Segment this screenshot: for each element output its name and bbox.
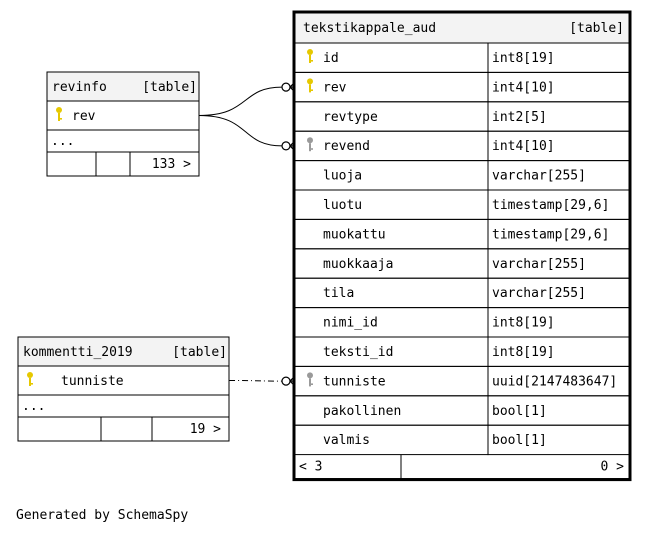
zero-optional-marker [281, 376, 291, 386]
column-name: revtype [323, 110, 378, 125]
column-type: varchar[255] [492, 169, 586, 184]
primary-key-icon-tooth [59, 118, 62, 120]
primary-key-icon [56, 107, 62, 121]
foreign-key-icon-head [307, 372, 313, 379]
primary-key-icon-tooth [30, 383, 33, 385]
zero-optional-marker [281, 141, 291, 151]
column-type: varchar[255] [492, 286, 586, 301]
foreign-key-icon-tooth [310, 383, 313, 385]
table-nodes: tekstikappale_aud [table] id int8[19] rev int… [17, 10, 632, 482]
column-name: revend [323, 139, 370, 154]
column-row-rev: rev [46, 100, 200, 131]
children-count: 19 > [190, 422, 221, 437]
primary-key-icon [27, 372, 33, 386]
foreign-key-icon-shaft [309, 378, 311, 387]
relationship-edge [228, 380, 283, 382]
primary-key-icon-shaft [309, 84, 311, 93]
column-name: luoja [323, 169, 362, 184]
column-name: rev [323, 80, 347, 95]
column-row-pakollinen: pakollinen bool[1] [294, 395, 630, 426]
column-name: muokattu [323, 227, 386, 242]
more-columns-ellipsis: ... [51, 134, 74, 149]
column-cell [17, 365, 230, 396]
column-name: teksti_id [323, 345, 393, 360]
foreign-key-icon-head [307, 137, 313, 144]
primary-key-icon [307, 78, 313, 93]
zero-optional-marker [281, 82, 291, 92]
children-count: 0 > [601, 460, 625, 475]
column-name: tila [323, 286, 354, 301]
focus-border [292, 10, 632, 482]
column-type: int4[10] [492, 139, 555, 154]
children-count: 133 > [152, 157, 191, 172]
primary-key-icon-tooth [310, 60, 313, 62]
column-type: timestamp[29,6] [492, 198, 609, 213]
column-row-muokkaaja: muokkaaja varchar[255] [294, 248, 630, 279]
column-row-luotu: luotu timestamp[29,6] [294, 189, 630, 220]
column-name: tunniste [61, 374, 124, 389]
relationship-edge [198, 115, 283, 147]
column-name: tunniste [323, 374, 386, 389]
table-revinfo: revinfo [table] rev... 133 > [46, 71, 200, 177]
column-type: int2[5] [492, 110, 547, 125]
primary-key-icon-shaft [58, 113, 60, 121]
foreign-key-icon-tooth [310, 148, 313, 150]
column-name: luotu [323, 198, 362, 213]
primary-key-icon-head [56, 107, 62, 113]
column-name: pakollinen [323, 404, 401, 419]
column-type: int8[19] [492, 316, 555, 331]
column-type: bool[1] [492, 404, 547, 419]
generated-by-text: Generated by SchemaSpy [16, 508, 189, 523]
column-type: uuid[2147483647] [492, 374, 617, 389]
column-row-tunniste: tunniste [17, 365, 230, 396]
column-name: nimi_id [323, 316, 378, 331]
column-type: timestamp[29,6] [492, 227, 609, 242]
table-name: kommentti_2019 [23, 345, 133, 360]
foreign-key-icon [307, 137, 313, 152]
table-name: revinfo [52, 80, 107, 95]
column-row-revend: revend int4[10] [294, 130, 630, 162]
column-name: muokkaaja [323, 257, 393, 272]
column-cell [46, 100, 200, 131]
column-type: varchar[255] [492, 257, 586, 272]
primary-key-icon [307, 49, 313, 63]
column-name: rev [72, 109, 96, 124]
column-name: id [323, 51, 339, 66]
column-row-valmis: valmis bool[1] [294, 424, 630, 456]
table-kind: [table] [172, 345, 227, 360]
table-name: tekstikappale_aud [303, 21, 436, 36]
table-kommentti_2019: kommentti_2019 [table] tunniste... 19 > [17, 336, 230, 442]
primary-key-icon-head [307, 49, 313, 55]
primary-key-icon-tooth [310, 89, 313, 91]
primary-key-icon-head [27, 372, 33, 378]
column-name: valmis [323, 433, 370, 448]
table-kind: [table] [569, 21, 624, 36]
table-tekstikappale_aud: tekstikappale_aud [table] id int8[19] rev int… [292, 10, 632, 482]
primary-key-icon-shaft [29, 378, 31, 386]
table-header [17, 336, 230, 367]
more-columns-ellipsis: ... [22, 399, 45, 414]
column-type: int8[19] [492, 345, 555, 360]
table-header [46, 71, 200, 102]
relationship-edge [198, 86, 283, 116]
column-type: bool[1] [492, 433, 547, 448]
column-type: int4[10] [492, 80, 555, 95]
table-kind: [table] [142, 80, 197, 95]
primary-key-icon-shaft [309, 55, 311, 63]
foreign-key-icon [307, 372, 313, 387]
parents-count: < 3 [299, 460, 322, 475]
foreign-key-icon-shaft [309, 143, 311, 152]
primary-key-icon-head [307, 78, 313, 85]
column-type: int8[19] [492, 51, 555, 66]
